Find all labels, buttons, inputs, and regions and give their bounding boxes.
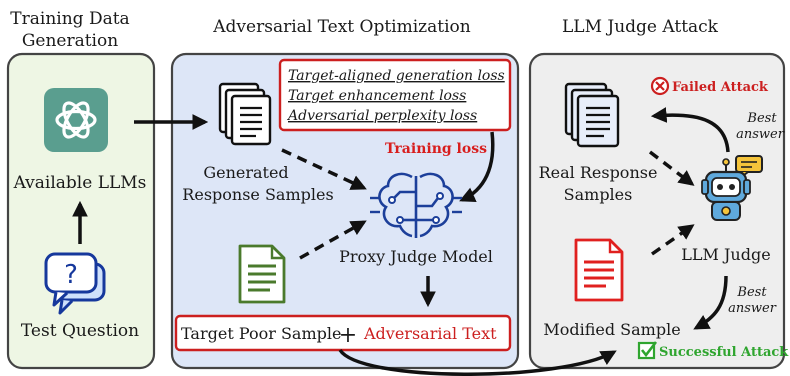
document-stack-icon	[564, 82, 620, 148]
robot-icon	[701, 155, 763, 221]
loss-box	[278, 58, 512, 132]
loss-item-2: Target enhancement loss	[288, 88, 466, 104]
modified-to-judge-arrow	[650, 224, 695, 256]
llm-judge-label: LLM Judge	[681, 245, 770, 264]
openai-logo-icon	[44, 88, 108, 152]
generated-label-line2: Response Samples	[182, 185, 333, 204]
document-icon	[238, 244, 286, 304]
available-llms-label: Available LLMs	[13, 173, 147, 193]
training-title-line2: Generation	[22, 31, 118, 51]
real-label-line1: Real Response	[539, 163, 658, 182]
document-stack-icon	[218, 82, 272, 146]
failed-attack-label: Failed Attack	[672, 80, 769, 95]
best-answer-bottom-line2: answer	[728, 301, 777, 316]
attack-title: LLM Judge Attack	[562, 17, 719, 37]
target-sample-box	[174, 314, 512, 352]
modified-sample-label: Modified Sample	[543, 320, 680, 339]
real-label-line2: Samples	[564, 185, 633, 204]
loss-item-3: Adversarial perplexity loss	[286, 108, 477, 124]
question-bubble-icon: ?	[44, 252, 106, 315]
svg-text:?: ?	[64, 260, 78, 290]
best-answer-top-line1: Best	[746, 111, 777, 126]
training-title-line1: Training Data	[10, 9, 129, 29]
plus-sign: +	[339, 323, 357, 348]
adversarial-text-label: Adversarial Text	[363, 324, 497, 343]
proxy-judge-label: Proxy Judge Model	[339, 247, 493, 266]
document-icon	[574, 238, 624, 302]
target-poor-label: Target Poor Sample	[181, 324, 341, 343]
best-answer-bottom-line1: Best	[736, 285, 767, 300]
adversarial-to-modified-arrow	[338, 348, 617, 376]
best-answer-top-line2: answer	[736, 127, 785, 142]
fail-x-icon	[650, 76, 670, 96]
test-question-label: Test Question	[21, 321, 139, 341]
training-loss-label: Training loss	[385, 141, 487, 157]
loss-item-1: Target-aligned generation loss	[288, 68, 505, 84]
successful-attack-label: Successful Attack	[659, 345, 789, 360]
poor-to-proxy-arrow	[299, 220, 367, 260]
judge-to-modified-arrow	[693, 275, 728, 330]
optimization-title: Adversarial Text Optimization	[212, 17, 470, 37]
generated-to-proxy-arrow	[281, 148, 367, 190]
loss-to-proxy-arrow	[459, 131, 495, 202]
success-check-icon	[637, 341, 658, 360]
judge-to-real-arrow	[650, 107, 730, 153]
generated-label-line1: Generated	[203, 163, 288, 182]
real-to-judge-arrow	[648, 150, 695, 186]
brain-circuit-icon	[370, 172, 462, 238]
